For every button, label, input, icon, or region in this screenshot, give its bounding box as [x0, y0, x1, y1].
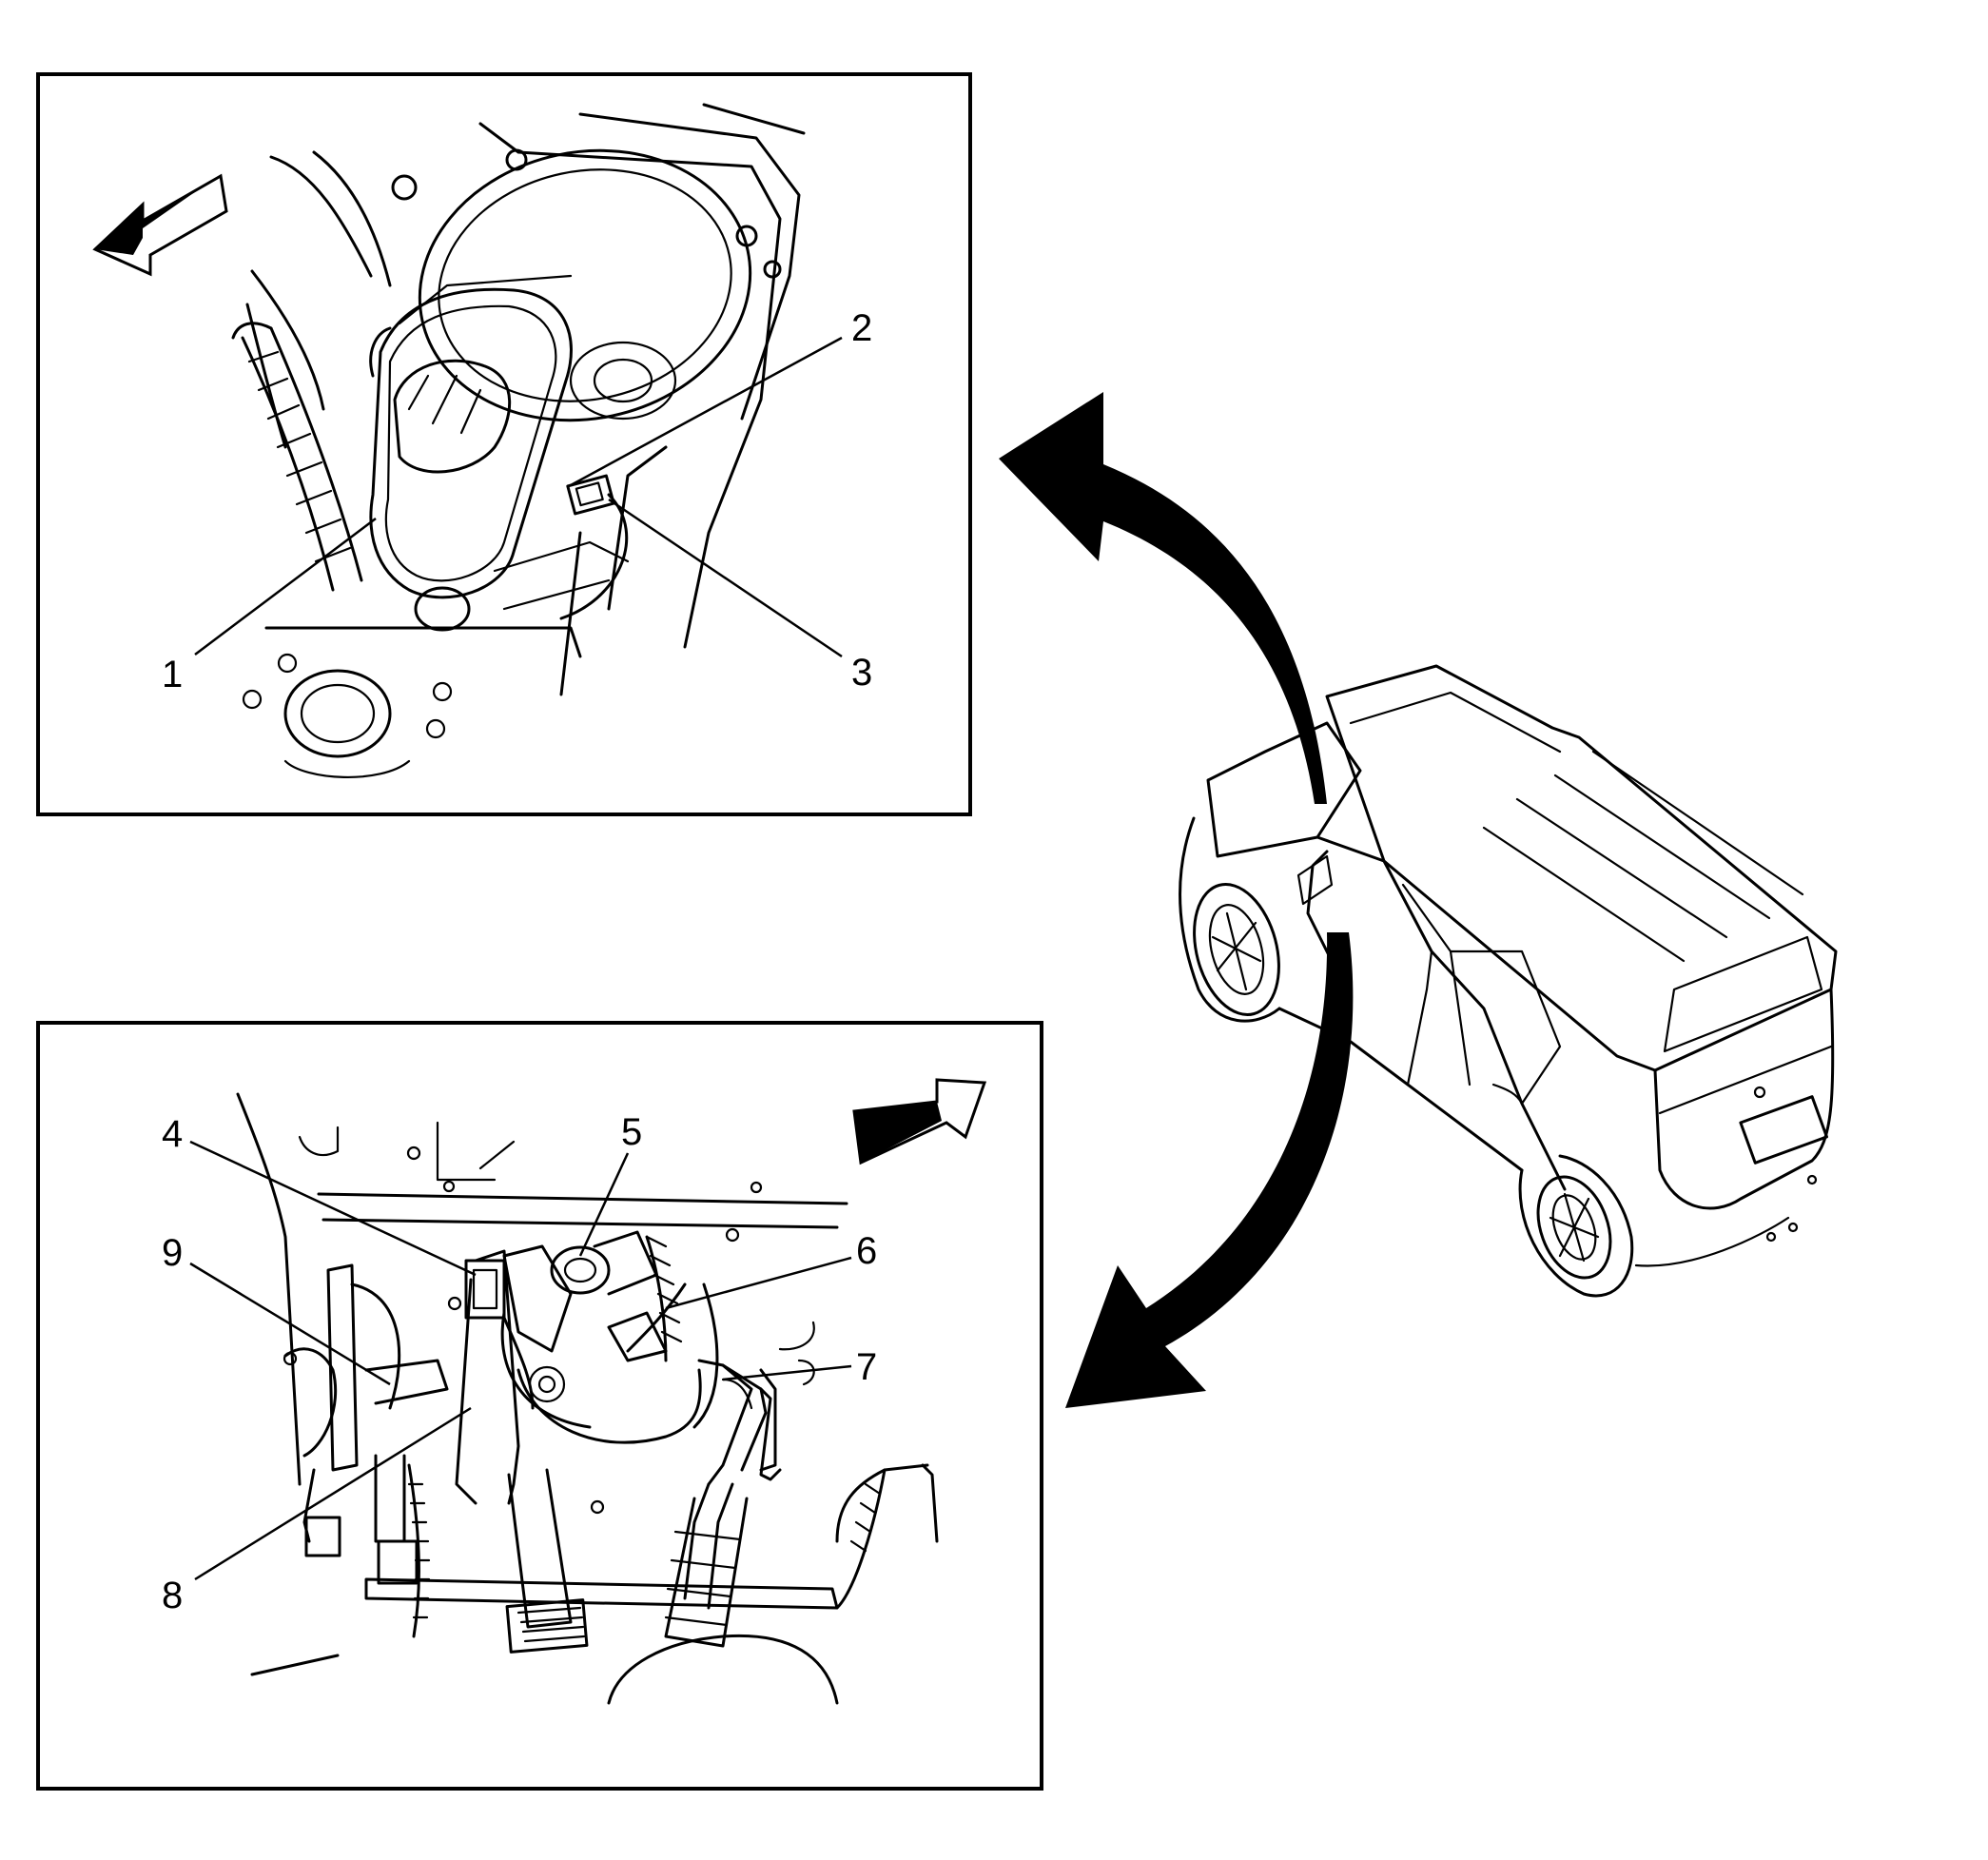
accelerator-pedal-assembly — [664, 1359, 782, 1648]
master-cylinder-reservoir — [369, 274, 573, 632]
location-arrow-up-icon — [999, 392, 1327, 804]
callout-5: 5 — [621, 1111, 642, 1153]
floor-crossmember — [250, 1321, 939, 1705]
leader-6 — [665, 1256, 852, 1310]
pedal-position-sensor-module — [502, 1230, 687, 1403]
leader-3 — [608, 498, 843, 658]
dash-panel — [236, 1092, 848, 1515]
top-inset-frame — [36, 72, 972, 816]
brake-pedal-assembly — [455, 1249, 589, 1654]
leader-7 — [722, 1364, 852, 1381]
callout-4: 4 — [162, 1113, 183, 1155]
callout-2: 2 — [851, 307, 872, 349]
park-brake-assembly — [283, 1263, 449, 1638]
callout-3: 3 — [851, 652, 872, 694]
forward-direction-arrow-icon-lower — [852, 1078, 987, 1165]
engine-bay-sheetmetal — [245, 103, 806, 696]
vehicle-suv-illustration — [1179, 664, 1838, 1298]
leader-9 — [189, 1262, 391, 1386]
bottom-inset-frame — [36, 1021, 1043, 1791]
brake-booster — [418, 148, 752, 422]
top-inset-panel: 1 2 3 — [36, 72, 972, 816]
leader-4 — [189, 1140, 477, 1277]
cowl-openings — [242, 540, 630, 779]
leader-5 — [578, 1152, 630, 1257]
forward-direction-arrow-icon — [92, 173, 228, 277]
location-arrow-down-icon — [1065, 932, 1354, 1408]
leader-8 — [194, 1406, 472, 1581]
callout-9: 9 — [162, 1232, 183, 1274]
callout-8: 8 — [162, 1575, 183, 1616]
callout-7: 7 — [856, 1346, 877, 1388]
bottom-inset-panel: 4 5 6 7 8 9 — [36, 1021, 1043, 1791]
wiring-harness-conduit — [231, 322, 363, 592]
leader-2 — [570, 336, 843, 487]
callout-1: 1 — [162, 654, 183, 695]
fluid-level-sensor-connector — [559, 474, 629, 620]
leader-1 — [194, 518, 377, 656]
brake-booster-rear — [500, 1282, 719, 1444]
callout-6: 6 — [856, 1230, 877, 1272]
